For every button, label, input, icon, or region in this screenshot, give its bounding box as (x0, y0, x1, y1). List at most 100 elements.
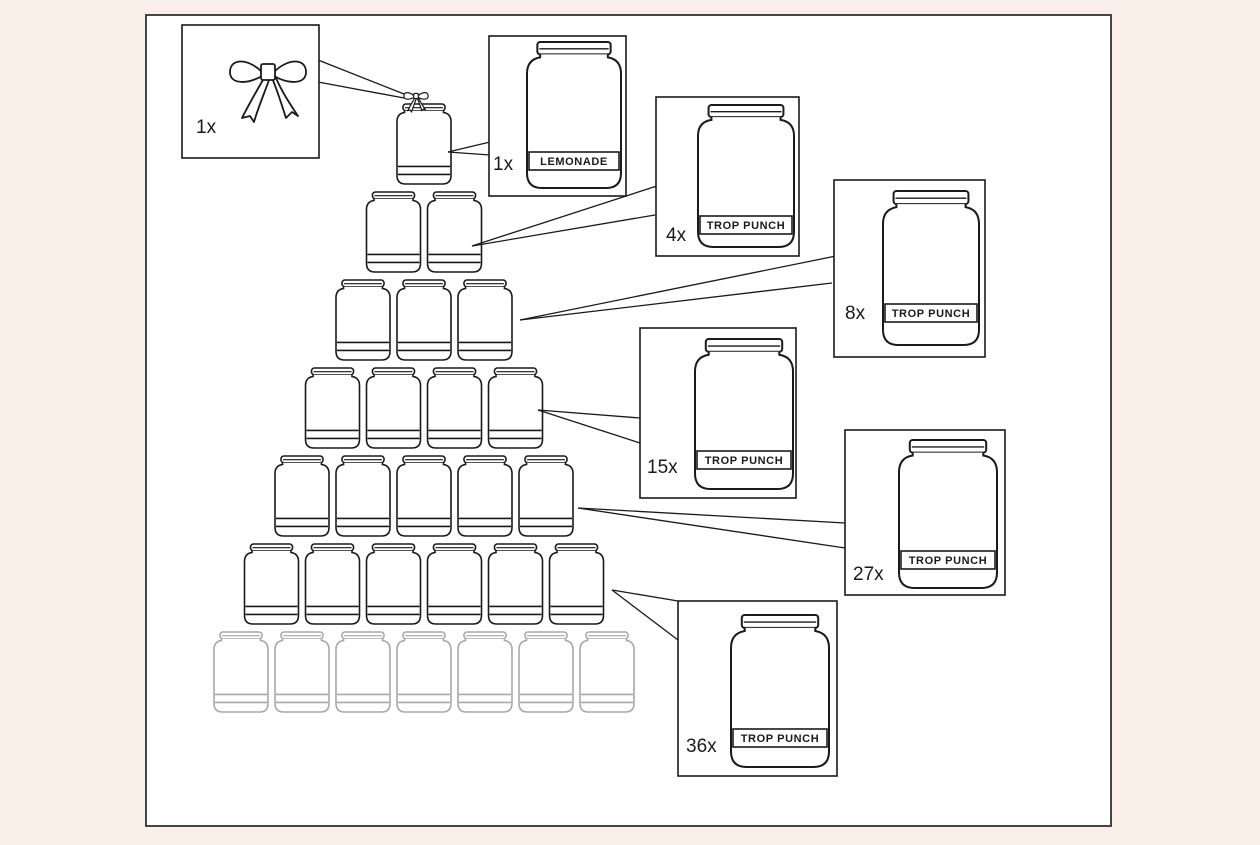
pyramid-jar (457, 279, 513, 361)
jar-body (487, 374, 544, 449)
pyramid-jar (548, 543, 605, 625)
bow-knot (260, 63, 276, 81)
callout-bow: 1x (181, 24, 320, 159)
pyramid-jar (365, 191, 422, 273)
bow-tail-left (407, 97, 417, 113)
jar-body (579, 638, 635, 713)
pyramid-jar (426, 191, 483, 273)
jar-body (697, 117, 795, 248)
trop-punch-jar-label: TROP PUNCH (741, 733, 820, 745)
jar-body (213, 638, 269, 713)
lemonade-count: 1x (493, 154, 514, 175)
bow-knot (413, 92, 419, 100)
jar-body (457, 462, 513, 537)
jar-body (274, 638, 330, 713)
jar-body (365, 198, 422, 273)
jar-body (396, 286, 452, 361)
callout-trop-8: TROP PUNCH 8x (833, 179, 986, 358)
jar-body (882, 204, 980, 346)
jar-body (304, 374, 361, 449)
jar-body (457, 638, 513, 713)
callout-trop-4: TROP PUNCH 4x (655, 96, 800, 257)
jar-label-band (528, 151, 620, 171)
trop-punch-jar-label: TROP PUNCH (909, 555, 988, 567)
leader-line-trop-8 (519, 282, 833, 321)
callout-trop-15: TROP PUNCH 15x (639, 327, 797, 499)
pyramid-jar (426, 367, 483, 449)
jar-pyramid (213, 103, 635, 713)
jar-body (426, 198, 483, 273)
leader-line-trop-8 (519, 255, 837, 321)
jar-label-band (699, 215, 793, 235)
leader-line-bow (317, 81, 405, 99)
pyramid-jar (335, 455, 391, 537)
leader-line-trop-27 (577, 507, 846, 549)
jar-body (335, 462, 391, 537)
bow-tail-right (271, 77, 299, 119)
jar-body (396, 110, 452, 185)
leader-lines (317, 59, 846, 641)
pyramid-jar (518, 631, 574, 713)
jar-body (365, 374, 422, 449)
bow-count: 1x (196, 117, 217, 138)
bow-loop-right (417, 92, 429, 100)
jar-body (304, 550, 361, 625)
pyramid-jar (457, 455, 513, 537)
leader-line-trop-4 (471, 214, 656, 247)
bow-tail-right (416, 97, 427, 112)
trop-8-count: 8x (845, 303, 866, 324)
jar-label-band (900, 550, 996, 570)
jar-body (457, 286, 513, 361)
callout-lemonade: LEMONADE 1x (488, 35, 627, 197)
jar-body (365, 550, 422, 625)
jar-body (518, 638, 574, 713)
leader-line-trop-15 (537, 409, 641, 444)
jar-body (335, 638, 391, 713)
jar-body (487, 550, 544, 625)
bow-loop-right (273, 60, 307, 83)
pyramid-jar (396, 103, 452, 185)
jar-body (548, 550, 605, 625)
pyramid-jar (487, 367, 544, 449)
trop-15-count: 15x (647, 457, 678, 478)
pyramid-jar (365, 367, 422, 449)
trop-punch-jar-label: TROP PUNCH (707, 220, 786, 232)
pyramid-jar (335, 631, 391, 713)
pyramid-jar (304, 543, 361, 625)
callout-box (181, 24, 320, 159)
pyramid-jar (243, 543, 300, 625)
lemonade-jar-label: LEMONADE (540, 156, 608, 168)
leader-line-trop-36 (611, 589, 679, 602)
pyramid-jar (365, 543, 422, 625)
bow-loop-left (229, 60, 263, 83)
pyramid-jar (335, 279, 391, 361)
callout-trop-27: TROP PUNCH 27x (844, 429, 1006, 596)
jar-label-band (732, 728, 828, 748)
jar-body (426, 550, 483, 625)
trop-4-count: 4x (666, 225, 687, 246)
jar-body (426, 374, 483, 449)
trop-36-count: 36x (686, 736, 717, 757)
leader-line-trop-15 (537, 409, 641, 419)
pyramid-jar (457, 631, 513, 713)
pyramid-jar (304, 367, 361, 449)
pyramid-jar (487, 543, 544, 625)
pyramid-jar (396, 279, 452, 361)
jar-body (274, 462, 330, 537)
jar-label-band (884, 303, 978, 323)
trop-punch-jar-label: TROP PUNCH (892, 308, 971, 320)
pyramid-jar (274, 631, 330, 713)
jar-body (518, 462, 574, 537)
trop-punch-jar-label: TROP PUNCH (705, 455, 784, 467)
pyramid-jar (426, 543, 483, 625)
leader-line-lemonade (447, 141, 491, 153)
leader-line-bow (317, 59, 405, 95)
bow-loop-left (403, 92, 415, 100)
jar-body (335, 286, 391, 361)
leader-line-trop-27 (577, 507, 846, 524)
callout-trop-36: TROP PUNCH 36x (677, 600, 838, 777)
trop-punch-jar-icon (697, 104, 795, 248)
leader-line-lemonade (447, 151, 491, 156)
